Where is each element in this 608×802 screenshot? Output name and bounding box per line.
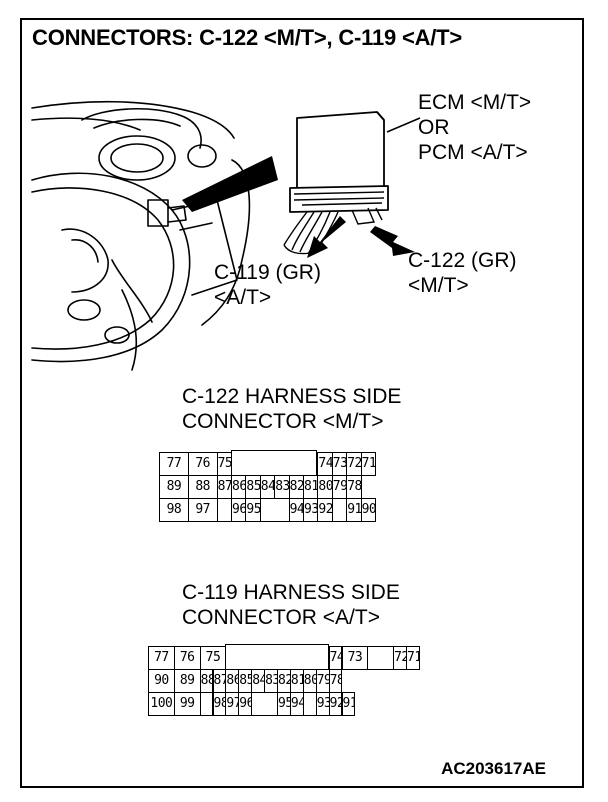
- connector-pin: 84: [259, 475, 276, 499]
- diagram-title: CONNECTORS: C-122 <M/T>, C-119 <A/T>: [32, 25, 463, 50]
- connector-pin: 89: [159, 475, 189, 499]
- dashboard-illustration: [31, 100, 421, 371]
- connector-pin: 80: [317, 475, 333, 499]
- connector-pin: 92: [328, 692, 343, 716]
- connector-pin: 90: [148, 669, 175, 693]
- connector-pin: 97: [225, 692, 240, 716]
- connector-pin: 95: [245, 498, 261, 522]
- connector-pin: 93: [303, 498, 319, 522]
- connector-pin: 71: [406, 646, 420, 670]
- c122-location-qualifier: <M/T>: [408, 274, 469, 297]
- connector-pin: 74: [317, 452, 333, 476]
- connector-pin: 76: [173, 646, 201, 670]
- c119-heading-1: C-119 HARNESS SIDE: [182, 581, 400, 604]
- connector-pin: 97: [187, 498, 218, 522]
- connector-pin: 94: [288, 498, 304, 522]
- connector-pin: 93: [315, 692, 330, 716]
- connector-pin: 80: [302, 669, 317, 693]
- connector-latch-gap: [231, 450, 318, 475]
- connector-pin-empty: [199, 692, 214, 716]
- connector-pin: 71: [360, 452, 376, 476]
- connector-pin: 83: [264, 669, 278, 693]
- connector-pin: 73: [341, 646, 369, 670]
- connector-pin: 88: [199, 669, 214, 693]
- connector-pin: 78: [346, 475, 362, 499]
- connector-pin: 78: [328, 669, 343, 693]
- connector-pin: 94: [289, 692, 304, 716]
- ecm-label-2: OR: [418, 116, 450, 139]
- connector-pin-empty: [367, 646, 395, 670]
- connector-pin: 74: [328, 646, 343, 670]
- connector-pin: 100: [148, 692, 175, 716]
- c122-heading-1: C-122 HARNESS SIDE: [182, 385, 402, 408]
- c119-location-label: C-119 (GR): [214, 261, 321, 284]
- connector-pin: 75: [199, 646, 227, 670]
- connector-pin: 81: [289, 669, 304, 693]
- connector-pin: 75: [216, 452, 232, 476]
- c119-location-qualifier: <A/T>: [214, 286, 272, 309]
- connector-pin: 89: [173, 669, 201, 693]
- connector-pin: 85: [238, 669, 253, 693]
- connector-pin: 98: [159, 498, 189, 522]
- connector-pin: 98: [212, 692, 227, 716]
- connector-pin: 76: [187, 452, 218, 476]
- connector-pin: 72: [393, 646, 407, 670]
- connector-pin: 87: [212, 669, 227, 693]
- c119-heading-2: CONNECTOR <A/T>: [182, 606, 380, 629]
- c122-location-label: C-122 (GR): [408, 249, 517, 272]
- connector-pin: 77: [159, 452, 189, 476]
- connector-pin: 73: [331, 452, 348, 476]
- connector-pin: 72: [346, 452, 362, 476]
- connector-pin: 82: [277, 669, 291, 693]
- connector-pin: 86: [225, 669, 240, 693]
- connector-pin: 79: [315, 669, 330, 693]
- connector-pin: 77: [148, 646, 175, 670]
- connector-pin: 91: [346, 498, 362, 522]
- figure-code: AC203617AE: [441, 759, 546, 778]
- connector-pin-empty: [251, 692, 278, 716]
- connector-pin-empty: [259, 498, 290, 522]
- connector-pin: 82: [288, 475, 304, 499]
- pcm-label: PCM <A/T>: [418, 141, 528, 164]
- connector-pin: 92: [317, 498, 333, 522]
- connector-pin: 85: [245, 475, 261, 499]
- connector-pin: 83: [274, 475, 290, 499]
- connector-pin: 81: [303, 475, 319, 499]
- connector-pin-empty: [216, 498, 232, 522]
- c122-heading-2: CONNECTOR <M/T>: [182, 410, 384, 433]
- connector-pin: 88: [187, 475, 218, 499]
- connector-pin: 87: [216, 475, 232, 499]
- diagram-frame: [20, 18, 584, 788]
- connector-pin: 95: [277, 692, 291, 716]
- ecm-label-1: ECM <M/T>: [418, 91, 532, 114]
- connector-pin: 91: [341, 692, 356, 716]
- connector-latch-gap: [225, 644, 329, 669]
- connector-pin-empty: [331, 498, 348, 522]
- connector-pin-empty: [302, 692, 317, 716]
- connector-pin: 90: [360, 498, 376, 522]
- connector-pin: 96: [238, 692, 253, 716]
- connector-pin: 86: [231, 475, 247, 499]
- connector-pin: 99: [173, 692, 201, 716]
- connector-pin: 96: [231, 498, 247, 522]
- connector-pin: 79: [331, 475, 348, 499]
- connector-pin: 84: [251, 669, 266, 693]
